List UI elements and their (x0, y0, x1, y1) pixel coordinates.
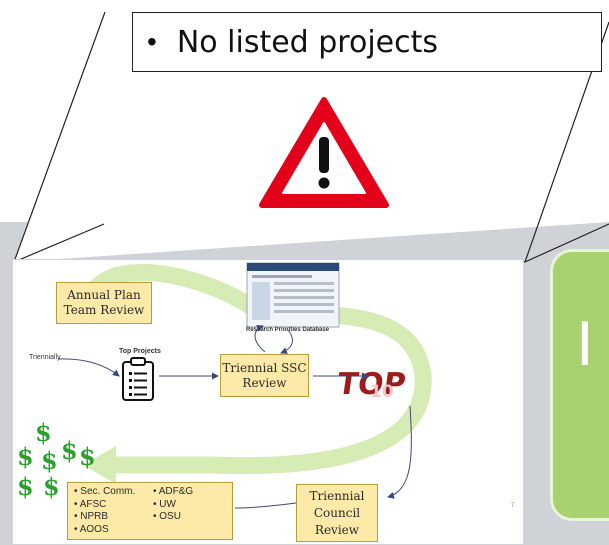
box-edge-diagonal-right (524, 223, 609, 263)
funders-list: • Sec. Comm. • ADF&G • AFSC • UW • NPRB … (67, 482, 233, 540)
top10-text: TOP (335, 367, 408, 402)
dollar-icon: $ (17, 442, 34, 471)
note-bullet: • (147, 26, 157, 57)
funder-item: • AOOS (74, 523, 109, 535)
research-db-label: Research Priorities Database (246, 327, 330, 333)
funder-item: • ADF&G (153, 486, 194, 497)
note-text: No listed projects (176, 24, 438, 60)
dollar-icon: $ (17, 472, 34, 501)
dollar-icon: $ (43, 472, 60, 501)
warning-icon (259, 97, 389, 208)
arrow-council-list (234, 502, 297, 509)
arrow-triennially (57, 358, 120, 377)
arrow-ssc-db-up (254, 324, 266, 353)
green-cycle-arrow (82, 264, 432, 475)
annual-plan-box: Annual Plan Team Review (56, 282, 152, 324)
database-screenshot-icon (246, 262, 340, 328)
right-panel: I (550, 249, 609, 521)
dollar-icon: $ (79, 442, 96, 471)
process-slide: TOP 10 Annual Plan Team Review Triennial… (12, 259, 524, 545)
arrow-top-council (387, 405, 412, 499)
box-edge-left (13, 11, 106, 263)
box-edge-diagonal-left (13, 223, 105, 263)
triennial-council-box: Triennial Council Review (296, 484, 378, 542)
right-panel-letter: I (576, 310, 594, 380)
note-box: • No listed projects (132, 12, 602, 72)
green-arrow-head (83, 446, 116, 484)
funder-item: • NPRB (74, 511, 109, 522)
top-projects-label: Top Projects (119, 348, 161, 355)
clipboard-icon (122, 357, 154, 401)
dollar-icon: $ (61, 436, 78, 465)
arrow-db-ssc-down (280, 329, 293, 354)
dollar-icon: $ (35, 418, 52, 447)
triennial-ssc-box: Triennial SSC Review (220, 354, 309, 397)
funder-item: • OSU (153, 511, 181, 522)
top10-number: 10 (370, 382, 394, 402)
page-number: 7 (511, 503, 515, 509)
funder-item: • Sec. Comm. (74, 486, 136, 497)
dollar-icon: $ (41, 446, 58, 475)
funder-item: • AFSC (74, 498, 107, 510)
top10-icon: TOP 10 (335, 367, 408, 402)
triennially-label: Triennially (29, 354, 61, 361)
slide-graphics: TOP 10 (57, 262, 432, 509)
funder-item: • UW (153, 498, 176, 510)
